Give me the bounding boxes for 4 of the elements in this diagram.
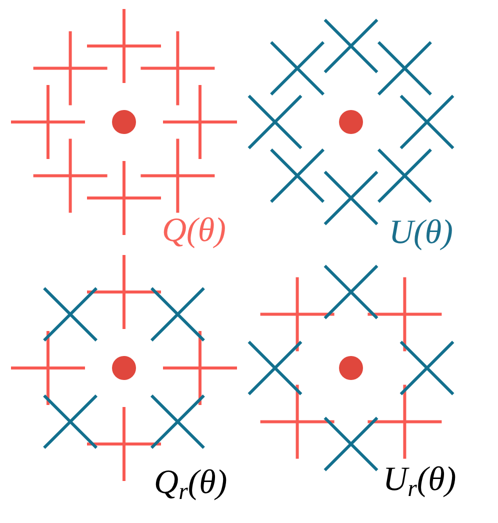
math-label: U$_{r}$(θ) (383, 463, 456, 497)
math-label: Q(θ) (162, 214, 226, 248)
math-label: Q$_{r}$(θ) (154, 466, 228, 500)
math-label: U(θ) (389, 216, 453, 250)
